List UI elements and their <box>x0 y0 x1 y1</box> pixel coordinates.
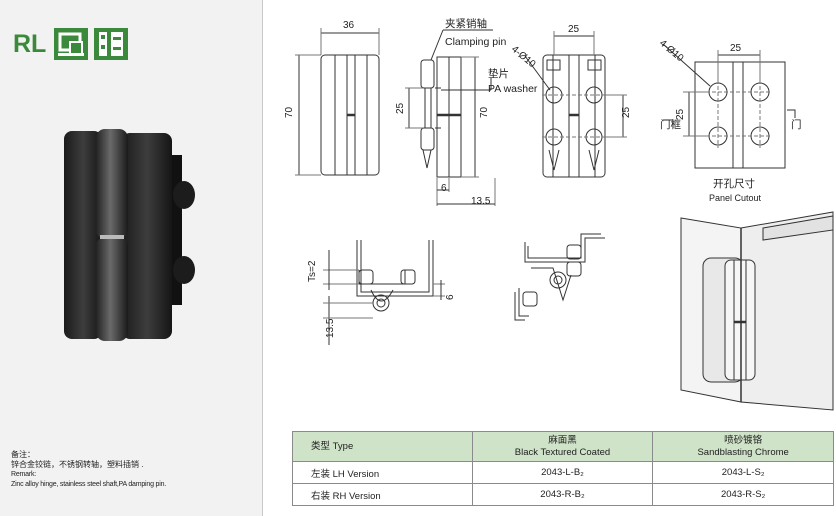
dim-front-25-v: 25 <box>621 106 632 118</box>
cutout-label-en: Panel Cutout <box>709 193 762 203</box>
brand-code: RL <box>13 30 47 58</box>
hinge-photo <box>64 129 195 341</box>
section-view-closed <box>323 240 445 345</box>
front-holes-view <box>524 31 627 178</box>
section-view-open <box>514 233 605 321</box>
chrome-header-en: Sandblasting Chrome <box>697 446 789 458</box>
row-type: 右装 RH Version <box>292 483 473 506</box>
technical-drawing: 36 70 25 70 6 13.5 25 25 4-Ø10 25 25 4-Ø… <box>284 17 834 411</box>
chrome-header: 喷砂镀铬 Sandblasting Chrome <box>652 431 834 462</box>
dim-side-13-5: 13.5 <box>471 196 491 207</box>
dim-cut-25: 25 <box>730 43 742 54</box>
dim-width-36: 36 <box>343 20 355 31</box>
dim-sec-13-5: 13.5 <box>325 318 336 338</box>
dim-side-70: 70 <box>479 106 490 118</box>
dim-side-6: 6 <box>441 183 447 194</box>
type-header: 类型 Type <box>292 431 473 462</box>
remarks-text-cn: 锌合金铰链，不锈钢转轴，塑料插销 . <box>11 460 144 469</box>
dim-pin-25: 25 <box>395 102 406 114</box>
dim-height-70: 70 <box>284 106 295 118</box>
mounting-icon <box>54 28 88 60</box>
clamping-pin-label-cn: 夹紧销轴 <box>445 17 487 30</box>
row-black-code: 2043-L-B₂ <box>471 461 654 484</box>
clamping-pin-label-en: Clamping pin <box>445 36 506 48</box>
fixing-icon <box>94 28 128 60</box>
remarks-label-en: Remark: <box>11 471 37 478</box>
panel-cutout-view <box>662 43 796 169</box>
dim-cut-25-v: 25 <box>675 108 686 120</box>
black-header: 麻面黑 Black Textured Coated <box>471 431 654 462</box>
spec-table: 类型 Type 麻面黑 Black Textured Coated 喷砂镀铬 S… <box>292 431 834 506</box>
remarks-label-cn: 备注： <box>11 450 35 459</box>
black-header-cn: 麻面黑 <box>548 434 577 446</box>
cutout-label-cn: 开孔尺寸 <box>713 177 755 190</box>
row-chrome-code: 2043-L-S₂ <box>652 461 834 484</box>
divider <box>262 0 263 516</box>
front-view <box>295 28 380 176</box>
door-label: 门 <box>791 118 802 131</box>
dim-front-holes: 4-Ø10 <box>509 44 538 71</box>
remarks-text-en: Zinc alloy hinge, stainless steel shaft,… <box>11 481 167 488</box>
row-chrome-code: 2043-R-S₂ <box>652 483 834 506</box>
table-header-row: 类型 Type 麻面黑 Black Textured Coated 喷砂镀铬 S… <box>292 431 834 462</box>
remarks: 备注： 锌合金铰链，不锈钢转轴，塑料插销 . Remark: Zinc allo… <box>11 450 166 490</box>
black-header-en: Black Textured Coated <box>514 446 611 458</box>
side-view <box>405 29 496 206</box>
frame-label: 门框 <box>660 118 681 131</box>
dim-ts: Ts=2 <box>307 260 318 282</box>
installed-hinge-illustration <box>680 211 834 411</box>
row-type: 左装 LH Version <box>292 461 473 484</box>
dim-front-25: 25 <box>568 24 580 35</box>
row-black-code: 2043-R-B₂ <box>471 483 654 506</box>
washer-label-cn: 垫片 <box>488 67 509 80</box>
washer-label-en: PA washer <box>488 83 538 95</box>
dim-cut-holes: 4-Ø10 <box>657 38 686 65</box>
table-row: 右装 RH Version 2043-R-B₂ 2043-R-S₂ <box>292 483 834 506</box>
table-row: 左装 LH Version 2043-L-B₂ 2043-L-S₂ <box>292 461 834 484</box>
dim-sec-6: 6 <box>445 294 456 300</box>
chrome-header-cn: 喷砂镀铬 <box>724 434 763 446</box>
